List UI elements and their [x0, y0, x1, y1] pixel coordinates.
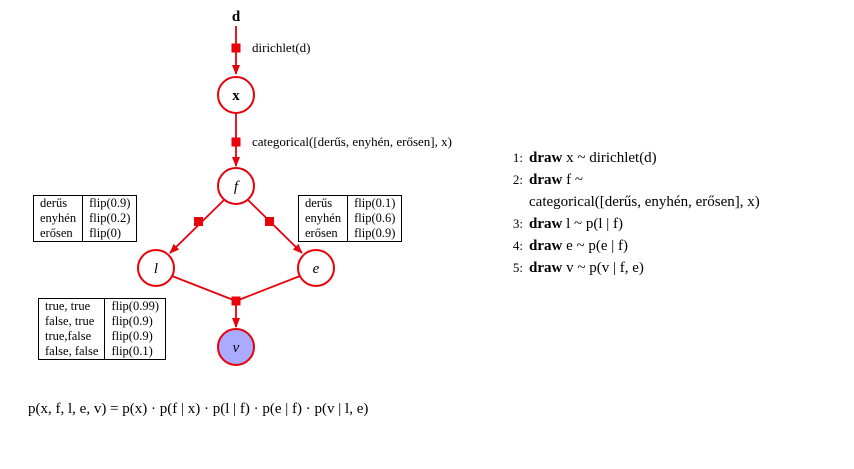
line-number: 4: [512, 238, 523, 253]
cpt-key: derűs [298, 195, 349, 211]
node-x [217, 76, 255, 114]
table-row: false, true flip(0.9) [38, 314, 166, 329]
factor-f-e [265, 217, 274, 226]
cpt-value: flip(0.9) [111, 329, 153, 343]
algorithm-line: 5: draw v ~ p(v | f, e) [505, 257, 760, 279]
generative-algorithm: 1: draw x ~ dirichlet(d) 2: draw f ~ categ… [505, 147, 760, 279]
factor-le-v [231, 296, 241, 306]
cpt-key: false, false [38, 344, 106, 360]
edge-label-x-f: categorical([derűs, enyhén, erősen], x) [252, 134, 452, 149]
cpt-key: true,false [38, 329, 106, 344]
cpt-value: flip(0.9) [354, 226, 396, 240]
cpt-key: enyhén [33, 211, 84, 226]
factor-f-l [194, 217, 203, 226]
cpt-value: flip(0) [89, 226, 122, 240]
algorithm-statement: f ~ [566, 172, 583, 188]
node-e [297, 249, 335, 287]
cpt-key: false, true [38, 314, 106, 329]
algorithm-line: 4: draw e ~ p(e | f) [505, 235, 760, 257]
edge-f-e [247, 199, 303, 254]
table-row: erősen flip(0.9) [298, 226, 402, 242]
factor-d-x [231, 43, 241, 53]
table-row: derűs flip(0.9) [33, 195, 137, 211]
cpt-key: erősen [33, 226, 84, 242]
joint-probability-formula: p(x, f, l, e, v) = p(x) · p(f | x) · p(l… [28, 401, 369, 417]
algorithm-statement: x ~ dirichlet(d) [566, 150, 657, 166]
draw-keyword: draw [529, 238, 563, 254]
cpt-value: flip(0.9) [111, 314, 153, 328]
cpt-value: flip(0.99) [111, 299, 160, 313]
node-x-label: x [232, 88, 240, 104]
cpt-key: erősen [298, 226, 349, 242]
algorithm-continuation: categorical([derűs, enyhén, erősen], x) [529, 194, 760, 210]
line-number: 1: [512, 150, 523, 165]
algorithm-line: 3: draw l ~ p(l | f) [505, 213, 760, 235]
node-e-label: e [313, 261, 320, 277]
node-f-label: f [234, 179, 240, 195]
line-number: 2: [512, 172, 523, 187]
line-number: 5: [512, 260, 523, 275]
node-v-label: v [233, 340, 240, 356]
cpt-key: derűs [33, 195, 84, 211]
cpt-table-l: derűs flip(0.9) enyhén flip(0.2) erősen fli… [33, 195, 138, 242]
draw-keyword: draw [529, 150, 563, 166]
table-row: true, true flip(0.99) [38, 298, 166, 314]
factor-x-f [231, 137, 241, 147]
table-row: enyhén flip(0.6) [298, 211, 402, 226]
node-l [137, 249, 175, 287]
draw-keyword: draw [529, 260, 563, 276]
cpt-key: true, true [38, 298, 106, 314]
edge-l-factor [171, 275, 237, 302]
cpt-value: flip(0.1) [354, 196, 396, 210]
draw-keyword: draw [529, 216, 563, 232]
table-row: derűs flip(0.1) [298, 195, 402, 211]
edge-e-factor [235, 275, 301, 302]
node-f [217, 167, 255, 205]
node-v [217, 328, 255, 366]
cpt-table-v: true, true flip(0.99) false, true flip(0.9… [38, 298, 167, 360]
cpt-key: enyhén [298, 211, 349, 226]
table-row: enyhén flip(0.2) [33, 211, 137, 226]
edge-f-l [169, 199, 225, 254]
algorithm-statement: e ~ p(e | f) [566, 238, 629, 254]
algorithm-line: 2: draw f ~ [505, 169, 760, 191]
cpt-value: flip(0.6) [354, 211, 396, 225]
node-d-label: d [232, 9, 241, 25]
draw-keyword: draw [529, 172, 563, 188]
algorithm-statement: v ~ p(v | f, e) [566, 260, 644, 276]
cpt-value: flip(0.1) [111, 344, 153, 358]
algorithm-statement: l ~ p(l | f) [566, 216, 624, 232]
algorithm-line: 1: draw x ~ dirichlet(d) [505, 147, 760, 169]
line-number: 3: [512, 216, 523, 231]
cpt-table-e: derűs flip(0.1) enyhén flip(0.6) erősen fli… [298, 195, 403, 242]
node-l-label: l [154, 261, 158, 277]
cpt-value: flip(0.9) [89, 196, 131, 210]
table-row: false, false flip(0.1) [38, 344, 166, 360]
edge-label-d-x: dirichlet(d) [252, 40, 310, 55]
table-row: true,false flip(0.9) [38, 329, 166, 344]
cpt-value: flip(0.2) [89, 211, 131, 225]
table-row: erősen flip(0) [33, 226, 137, 242]
